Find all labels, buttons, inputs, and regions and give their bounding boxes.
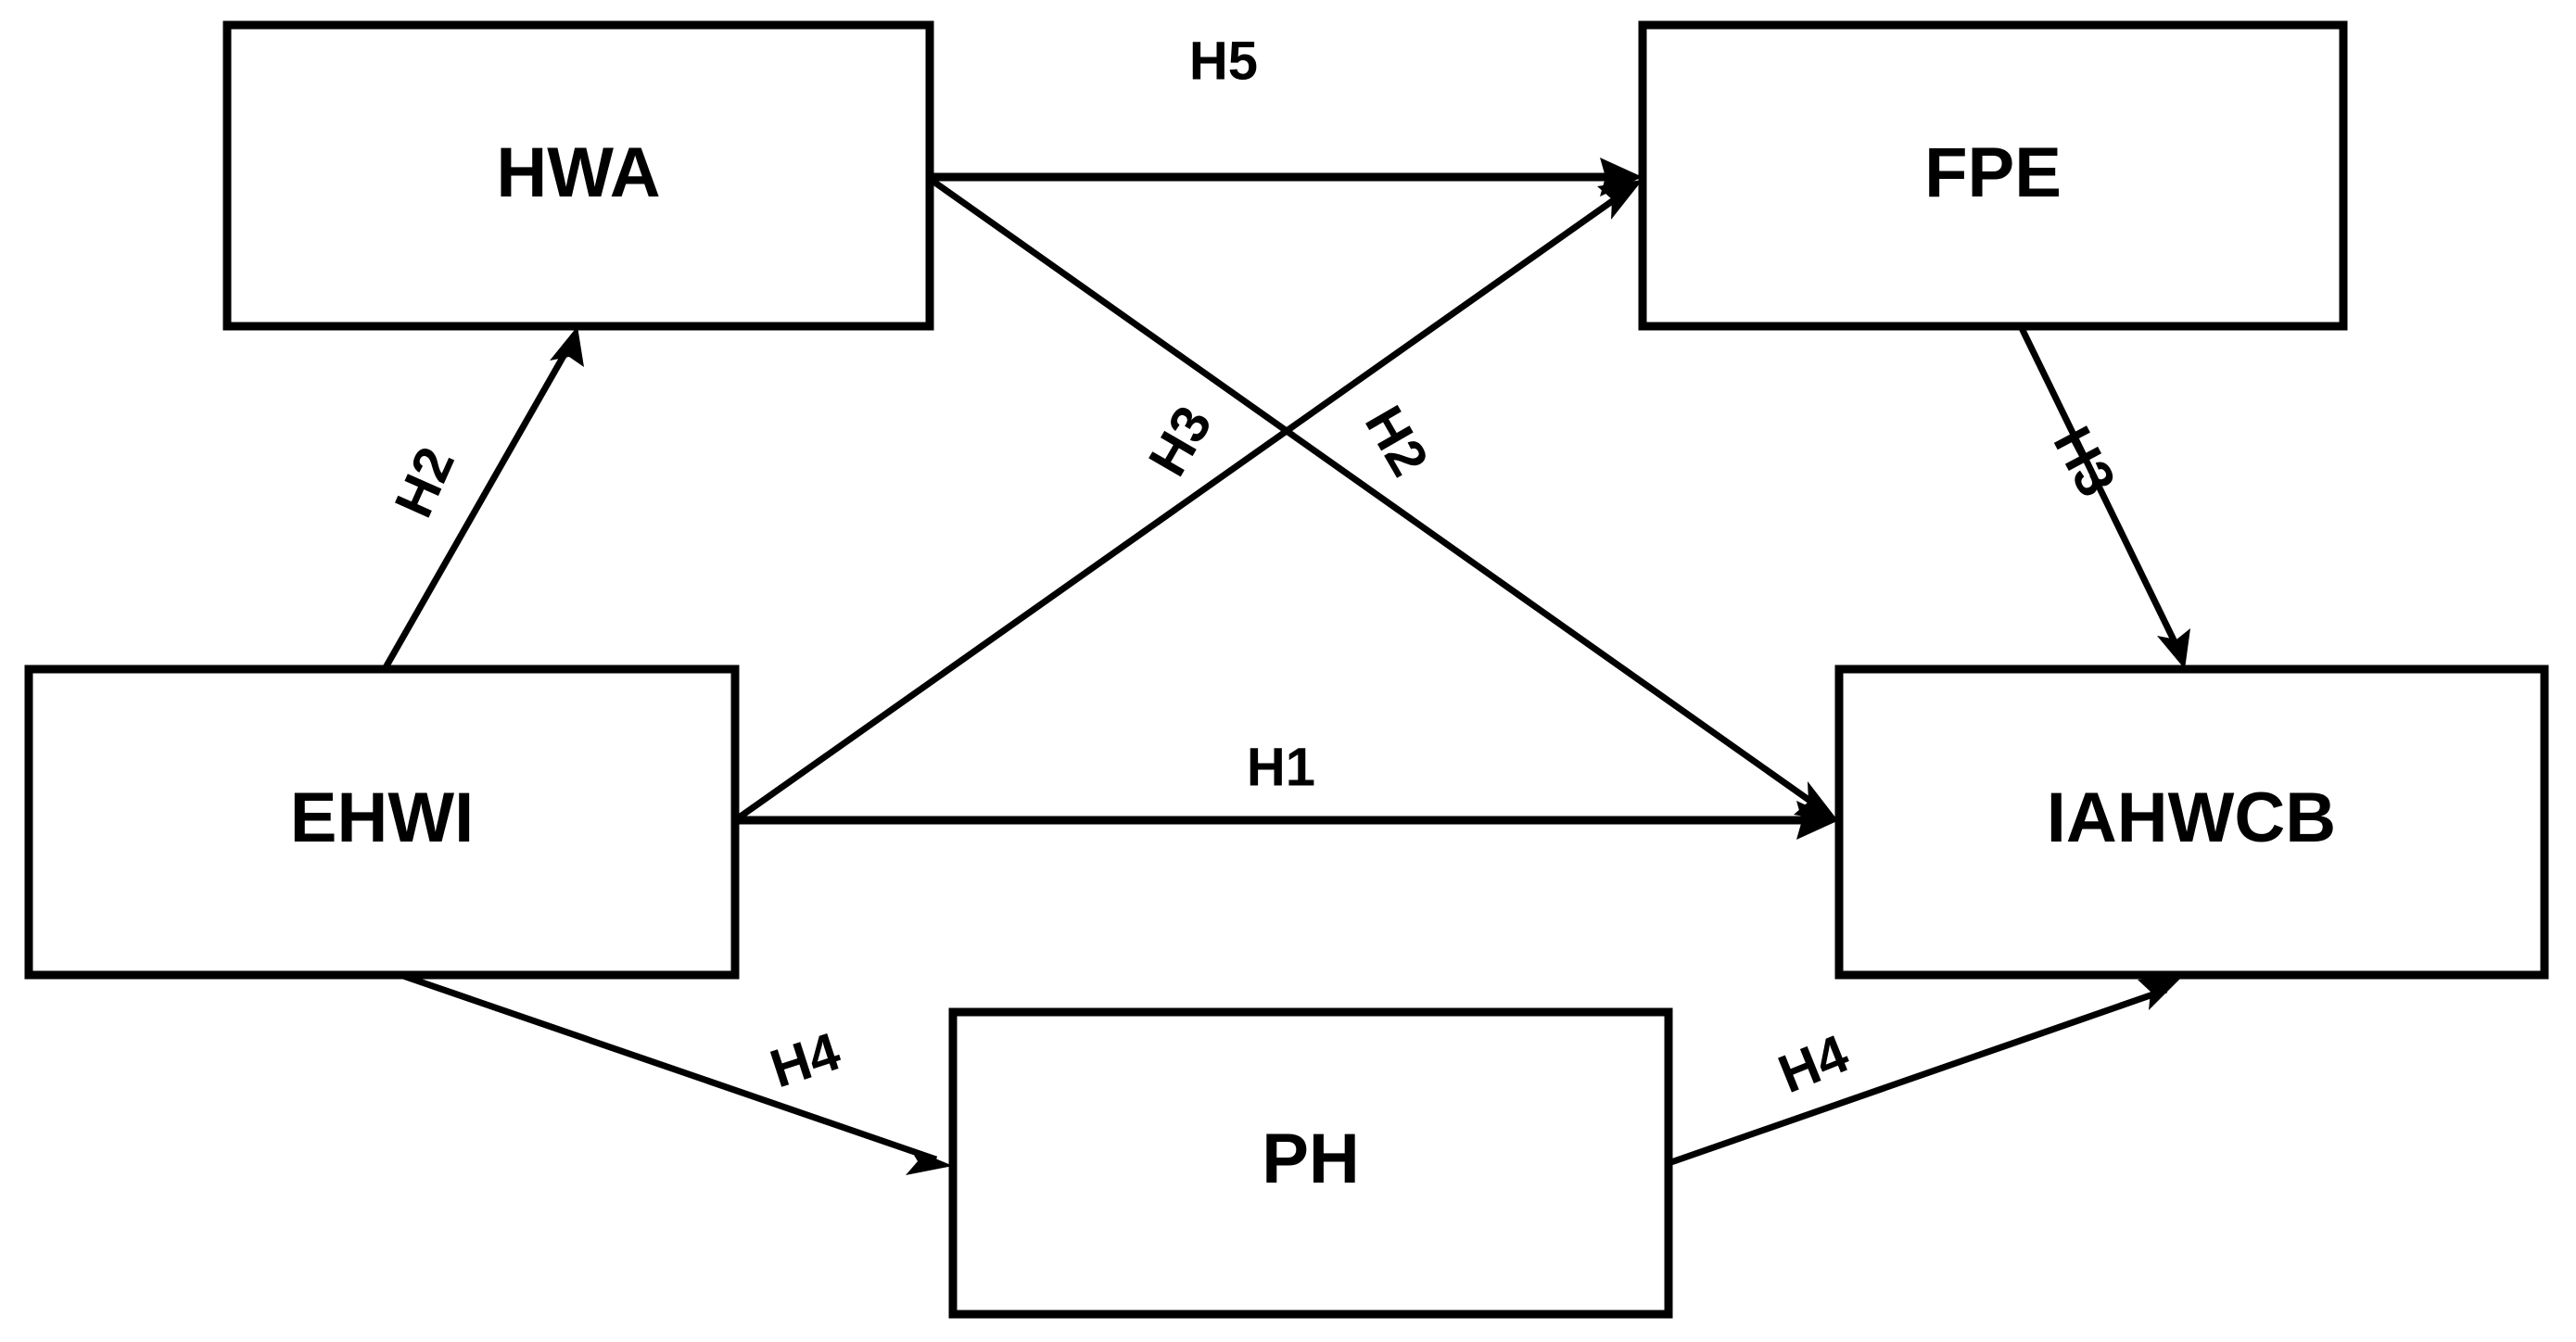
edge-label-h2-hwa-iahwcb: H2 [1353, 397, 1440, 487]
node-fpe[interactable]: FPE [1638, 20, 2348, 331]
edge-h2-ehwi-hwa-arrowhead [550, 326, 584, 367]
edge-h4-ph-iahwcb [1667, 975, 2184, 1167]
edge-h3-fpe-iahwcb-line [2017, 324, 2184, 655]
node-hwa-rect[interactable] [222, 20, 934, 331]
node-iahwcb-rect[interactable] [1834, 665, 2549, 980]
node-fpe-rect[interactable] [1638, 20, 2348, 331]
edge-h3-fpe-iahwcb-arrowhead [2157, 628, 2190, 669]
edge-h2-ehwi-hwa-line [381, 341, 575, 671]
node-hwa-label: HWA [496, 133, 660, 212]
node-ph-rect[interactable] [948, 1007, 1673, 1319]
edge-label-h5: H5 [1189, 31, 1258, 91]
node-iahwcb-label: IAHWCB [2047, 779, 2336, 857]
edge-h3-fpe-iahwcb [2017, 324, 2190, 669]
node-ph[interactable]: PH [948, 1007, 1673, 1319]
node-ehwi-label: EHWI [290, 779, 474, 857]
edge-h4-ph-iahwcb-arrowhead [2138, 975, 2184, 1010]
edge-h3-ehwi-fpe-arrowhead [1597, 180, 1643, 220]
edge-label-h2-ehwi-hwa: H2 [383, 438, 466, 525]
node-iahwcb[interactable]: IAHWCB [1834, 665, 2549, 980]
edge-h4-ehwi-ph [399, 971, 953, 1175]
edge-h2-hwa-iahwcb-line [927, 176, 1823, 811]
edge-h1 [735, 801, 1839, 840]
edge-h4-ehwi-ph-line [399, 971, 938, 1163]
node-ehwi[interactable]: EHWI [24, 665, 740, 980]
edge-h3-ehwi-fpe [732, 180, 1643, 823]
edge-label-h4-ehwi-ph: H4 [763, 1021, 847, 1100]
edge-label-h3-ehwi-fpe: H3 [1137, 397, 1224, 487]
edge-h1-arrowhead [1796, 801, 1839, 840]
node-ph-label: PH [1262, 1120, 1360, 1198]
edge-h3-ehwi-fpe-line [732, 190, 1627, 823]
edge-h4-ph-iahwcb-line [1667, 986, 2168, 1167]
edge-h5 [930, 158, 1643, 196]
edge-label-h4-ph-iahwcb: H4 [1770, 1023, 1857, 1105]
edge-label-h3-fpe-iahwcb: H3 [2042, 417, 2127, 506]
edge-label-h1: H1 [1247, 737, 1315, 797]
node-hwa[interactable]: HWA [222, 20, 934, 331]
edge-h4-ehwi-ph-arrowhead [906, 1147, 953, 1175]
node-ehwi-rect[interactable] [24, 665, 740, 980]
node-fpe-label: FPE [1924, 133, 2062, 212]
edge-h2-ehwi-hwa [381, 326, 584, 671]
